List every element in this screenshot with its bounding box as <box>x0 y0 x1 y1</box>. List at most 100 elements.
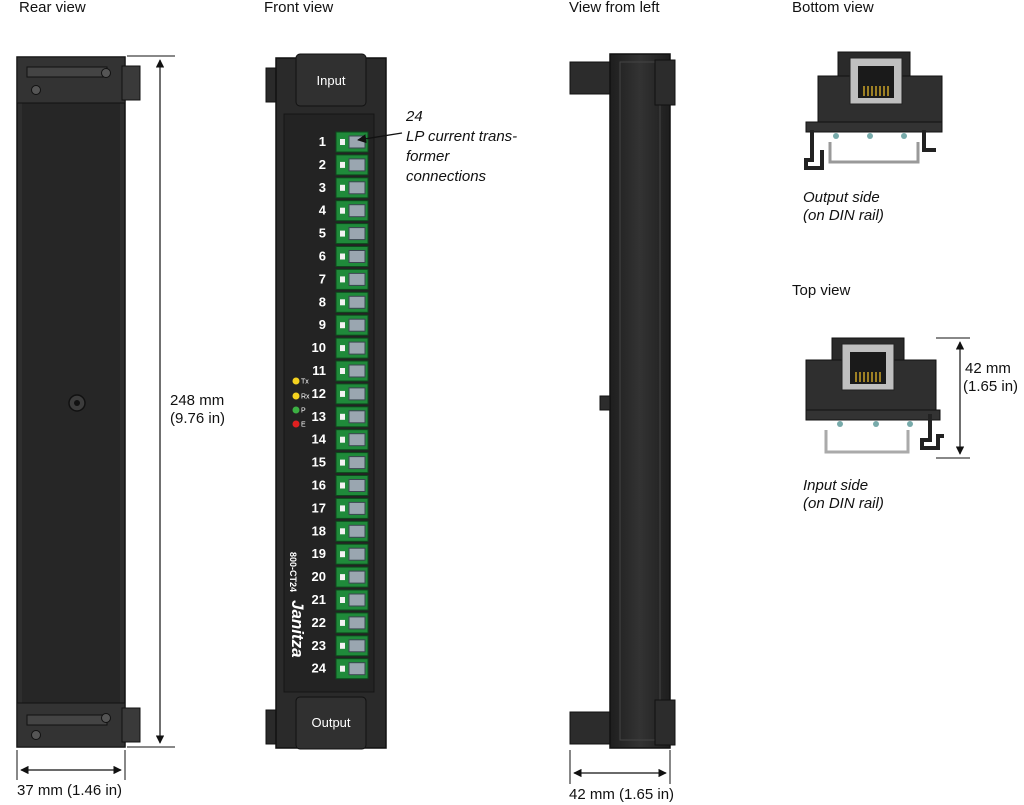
connector-10: 10 <box>312 337 369 359</box>
connector-9: 9 <box>319 314 369 336</box>
terminal-latch <box>340 665 345 672</box>
led-tx: Tx <box>292 377 309 386</box>
bottom-view <box>804 51 943 170</box>
front-view: Input Output 123456789101112131415161718… <box>265 53 387 750</box>
connector-5: 5 <box>319 223 369 245</box>
terminal-plug <box>348 364 366 378</box>
terminal-latch <box>340 139 345 145</box>
connector-16: 16 <box>312 475 369 496</box>
terminal-plug <box>348 593 366 607</box>
bottom-view-title: Bottom view <box>792 0 874 16</box>
screw-icon <box>31 730 41 740</box>
led-indicator-icon <box>292 377 300 385</box>
led-label: E <box>301 422 306 429</box>
terminal-plug <box>348 158 366 172</box>
connector-number: 24 <box>312 661 327 676</box>
callout-arrow <box>357 132 403 144</box>
terminal-latch <box>340 299 345 306</box>
terminal-latch <box>340 390 345 397</box>
connector-number: 23 <box>312 638 326 653</box>
terminal-latch <box>340 184 345 191</box>
connector-13: 13 <box>312 406 369 428</box>
terminal-latch <box>340 230 345 237</box>
connector-number: 6 <box>319 249 326 264</box>
screw-icon <box>101 68 111 78</box>
connector-number: 16 <box>312 478 326 493</box>
terminal-plug <box>348 616 366 630</box>
terminal-plug <box>348 250 366 263</box>
terminal-plug <box>348 547 366 561</box>
top-view <box>805 337 944 454</box>
terminal-latch <box>340 322 345 329</box>
connector-number: 22 <box>312 615 326 630</box>
terminal-plug <box>348 524 366 538</box>
screw-icon <box>31 85 41 95</box>
left-side-view <box>569 53 676 749</box>
connector-23: 23 <box>312 635 369 657</box>
input-port-cover <box>295 53 367 107</box>
input-side-rail-caption: (on DIN rail) <box>803 495 884 512</box>
connector-number: 7 <box>319 271 326 286</box>
terminal-latch <box>340 345 345 352</box>
terminal-plug <box>348 227 366 241</box>
led-rx: Rx <box>292 392 310 401</box>
connector-7: 7 <box>319 268 369 290</box>
screw-icon <box>101 713 111 723</box>
connector-19: 19 <box>312 543 369 565</box>
depth-dimension-in: (1.65 in) <box>963 378 1019 395</box>
height-dimension-in: (9.76 in) <box>170 410 226 427</box>
connector-11: 11 <box>312 360 369 382</box>
terminal-plug <box>348 341 366 355</box>
connector-number: 20 <box>312 569 326 584</box>
connector-18: 18 <box>312 520 369 542</box>
connector-number: 15 <box>312 455 326 470</box>
terminal-latch <box>340 436 345 443</box>
connector-22: 22 <box>312 612 369 634</box>
connector-number: 1 <box>319 134 326 149</box>
terminal-latch <box>340 528 345 535</box>
rear-width-dimension: 37 mm (1.46 in) <box>17 782 123 799</box>
terminal-plug <box>348 570 366 584</box>
connector-number: 17 <box>312 500 326 515</box>
terminal-plug <box>348 387 366 401</box>
input-side-caption: Input side <box>803 477 869 494</box>
connector-number: 4 <box>319 203 327 218</box>
led-indicator-icon <box>292 420 300 428</box>
output-side-caption: Output side <box>803 189 880 206</box>
terminal-plug <box>348 181 366 195</box>
led-label: P <box>301 408 306 415</box>
terminal-latch <box>340 574 345 581</box>
connector-17: 17 <box>312 497 369 519</box>
terminal-latch <box>340 253 345 260</box>
connector-number: 8 <box>319 294 326 309</box>
input-label: Input <box>317 73 346 88</box>
terminal-latch <box>340 413 345 420</box>
connector-3: 3 <box>319 177 369 199</box>
terminal-latch <box>340 642 345 649</box>
terminal-plug <box>348 295 366 309</box>
terminal-plug <box>348 479 366 492</box>
led-indicator-icon <box>292 392 300 400</box>
left-width-dimension: 42 mm (1.65 in) <box>569 786 675 803</box>
led-e: E <box>292 420 306 429</box>
led-label: Tx <box>301 379 309 386</box>
rear-view <box>16 56 141 748</box>
depth-dimension-mm: 42 mm <box>965 360 1011 377</box>
connector-number: 5 <box>319 226 326 241</box>
connector-number: 12 <box>312 386 326 401</box>
output-port-cover <box>295 696 367 750</box>
led-indicator-icon <box>292 406 300 414</box>
terminal-plug <box>348 639 366 653</box>
callout-line-3: former <box>406 148 450 165</box>
terminal-latch <box>340 161 345 168</box>
callout-line-4: connections <box>406 168 487 185</box>
connector-6: 6 <box>319 246 369 267</box>
connector-number: 21 <box>312 592 326 607</box>
callout-line-2: LP current trans- <box>406 128 518 145</box>
terminal-latch <box>340 619 345 626</box>
terminal-plug <box>348 662 366 676</box>
connector-number: 3 <box>319 180 326 195</box>
terminal-plug <box>348 318 366 332</box>
